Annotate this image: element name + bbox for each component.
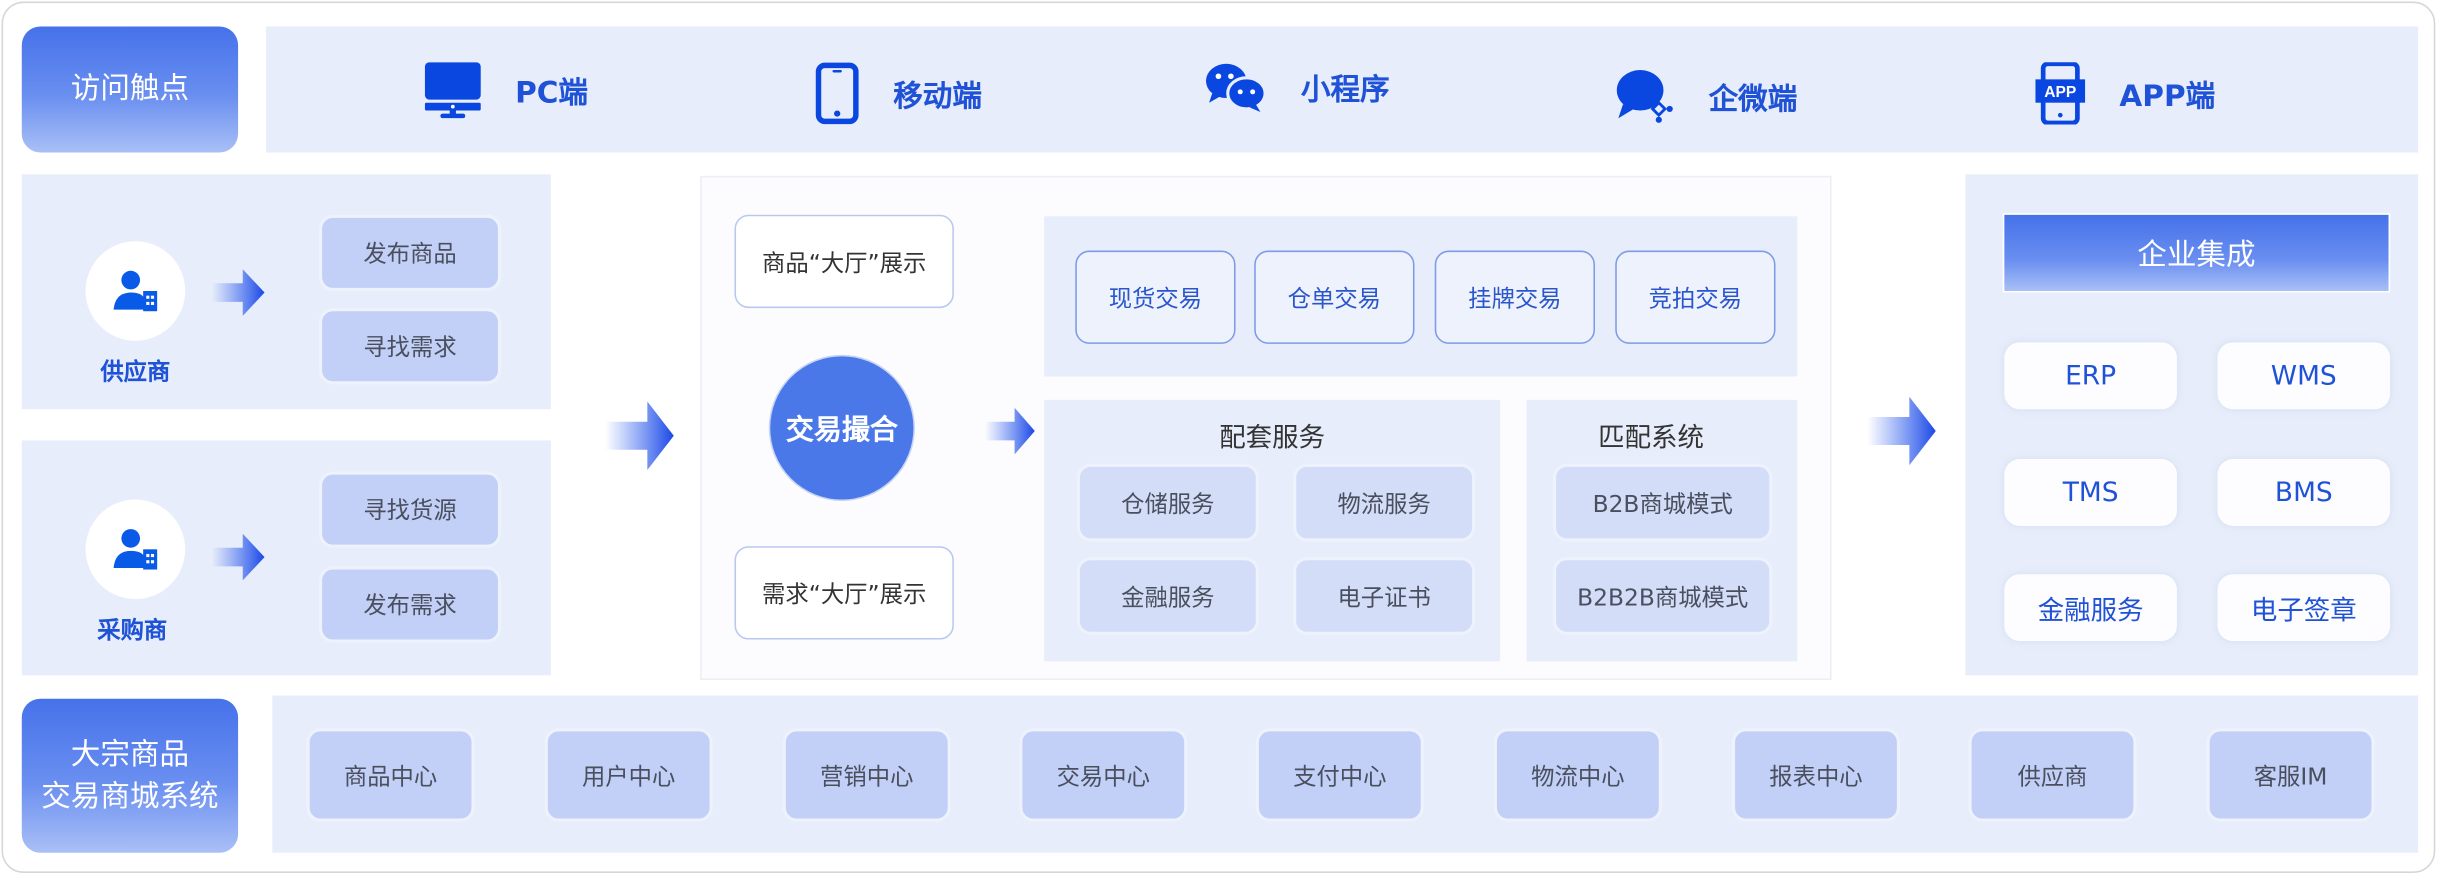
trade-type-warehouse-receipt[interactable]: 仓单交易 [1254,250,1415,344]
platform-label-line1: 大宗商品 [70,736,190,772]
match-b2b2b-mall[interactable]: B2B2B商城模式 [1552,557,1773,635]
support-services-title: 配套服务 [1219,423,1326,455]
platform-modules-panel: 商品中心 用户中心 营销中心 交易中心 支付中心 物流中心 报表中心 供应商 客… [272,695,2419,853]
module-payment-center[interactable]: 支付中心 [1255,728,1424,822]
buyer-role-label: 采购商 [97,616,168,645]
arrow-right-icon [1867,396,1936,466]
goods-hall-display[interactable]: 商品“大厅”展示 [734,214,954,309]
match-system-title: 匹配系统 [1598,423,1704,455]
arrow-right-icon [211,533,265,581]
platform-label: 大宗商品 交易商城系统 [21,698,239,853]
service-finance[interactable]: 金融服务 [1076,557,1259,635]
integration-e-signature[interactable]: 电子签章 [2217,574,2391,642]
supplier-action-find-demand[interactable]: 寻找需求 [319,308,502,385]
buyer-avatar [85,499,186,600]
module-supplier[interactable]: 供应商 [1968,728,2137,822]
svg-text:APP: APP [2044,84,2076,101]
trade-type-auction[interactable]: 竞拍交易 [1615,250,1776,344]
mobile-phone-icon [815,62,859,125]
access-point-wecom[interactable]: 企微端 [1615,68,1797,124]
module-logistics-center[interactable]: 物流中心 [1493,728,1662,822]
supplier-panel: 供应商 发布商品 寻找需求 [21,174,551,410]
enterprise-integration-header: 企业集成 [2002,213,2391,293]
app-phone-icon: APP [2035,62,2086,125]
module-marketing-center[interactable]: 营销中心 [782,728,951,822]
trade-types-panel: 现货交易 仓单交易 挂牌交易 竞拍交易 [1044,216,1798,377]
integration-wms[interactable]: WMS [2217,342,2391,410]
trade-type-spot[interactable]: 现货交易 [1075,250,1236,344]
access-points-label: 访问触点 [21,26,239,153]
matching-container: 商品“大厅”展示 交易撮合 需求“大厅”展示 现货交易 仓单交易 挂牌交易 竞拍… [700,175,1832,681]
access-points-label-text: 访问触点 [70,71,190,106]
module-trade-center[interactable]: 交易中心 [1019,728,1188,822]
supplier-role-label: 供应商 [100,357,171,386]
integration-bms[interactable]: BMS [2217,459,2391,526]
access-point-miniprogram[interactable]: 小程序 [1204,61,1390,114]
supplier-avatar [85,241,186,341]
module-user-center[interactable]: 用户中心 [544,728,713,822]
service-warehousing[interactable]: 仓储服务 [1076,463,1259,542]
access-point-pc[interactable]: PC端 [424,62,589,119]
access-point-miniprogram-label: 小程序 [1300,72,1390,107]
buyer-panel: 采购商 寻找货源 发布需求 [21,440,551,676]
service-logistics[interactable]: 物流服务 [1293,463,1476,542]
access-point-pc-label: PC端 [515,75,589,110]
desktop-monitor-icon [424,62,481,119]
access-point-mobile[interactable]: 移动端 [815,62,982,125]
module-goods-center[interactable]: 商品中心 [306,728,475,822]
demand-hall-display[interactable]: 需求“大厅”展示 [734,546,954,640]
match-b2b-mall[interactable]: B2B商城模式 [1552,463,1773,542]
wecom-icon [1616,70,1673,123]
integration-tms[interactable]: TMS [2004,459,2177,526]
arrow-right-icon [985,407,1035,455]
access-point-wecom-label: 企微端 [1708,81,1798,116]
enterprise-integration-title: 企业集成 [2137,238,2256,273]
arrow-right-icon [211,269,265,316]
trade-matching-label: 交易撮合 [785,413,898,447]
integration-erp[interactable]: ERP [2004,342,2177,410]
service-e-certificate[interactable]: 电子证书 [1293,557,1476,635]
platform-label-line2: 交易商城系统 [41,778,219,814]
integration-finance-service[interactable]: 金融服务 [2004,574,2177,642]
match-system-panel: 匹配系统 B2B商城模式 B2B2B商城模式 [1526,399,1798,662]
module-customer-service-im[interactable]: 客服IM [2206,728,2375,822]
access-point-app[interactable]: APP APP端 [2035,62,2216,125]
wechat-miniprogram-icon [1205,63,1267,113]
enterprise-integration-panel: 企业集成 ERP WMS TMS BMS 金融服务 电子签章 [1965,174,2419,676]
access-points-panel: PC端 移动端 小程序 [266,26,2419,153]
supplier-action-publish-goods[interactable]: 发布商品 [319,214,502,291]
business-user-icon [113,529,158,570]
buyer-action-find-supply[interactable]: 寻找货源 [319,471,502,548]
module-report-center[interactable]: 报表中心 [1731,728,1900,822]
buyer-action-publish-demand[interactable]: 发布需求 [319,566,502,643]
access-point-mobile-label: 移动端 [893,78,982,113]
support-services-panel: 配套服务 仓储服务 物流服务 金融服务 电子证书 [1044,399,1501,662]
trade-type-listing[interactable]: 挂牌交易 [1434,250,1596,344]
access-point-app-label: APP端 [2119,78,2216,113]
arrow-right-icon [605,401,674,470]
business-user-icon [113,270,158,312]
trade-matching-circle[interactable]: 交易撮合 [768,354,915,502]
